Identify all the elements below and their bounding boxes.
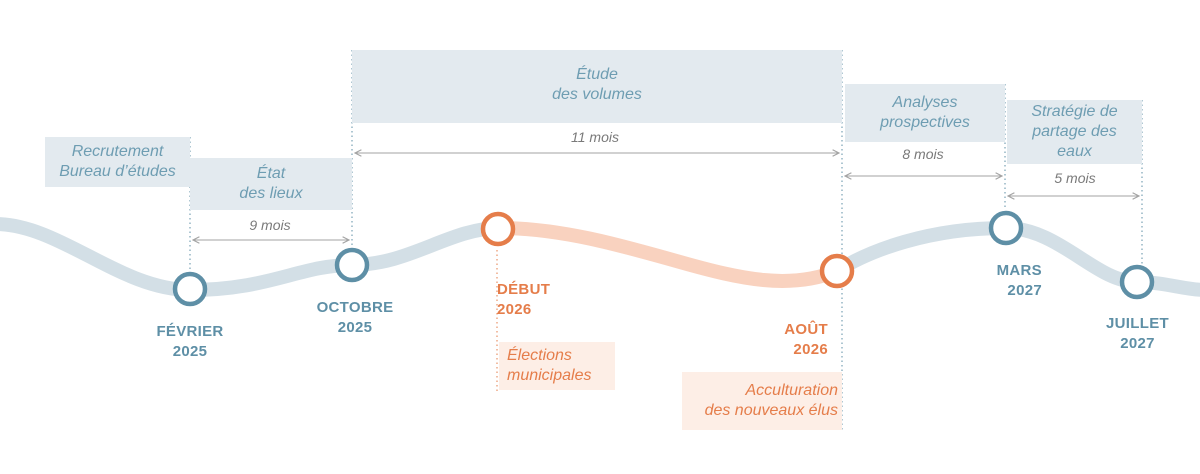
milestone-circle-aout-2026	[819, 253, 855, 289]
milestone-circle-fevrier-2025	[172, 271, 208, 307]
milestone-label-fevrier-2025: FÉVRIER 2025	[156, 323, 224, 360]
milestone-circle-debut-2026	[480, 211, 516, 247]
phase-etat-des-lieux: État des lieux	[190, 158, 352, 210]
event-elections-label: Élections municipales	[507, 347, 592, 384]
phase-analyses: Analyses prospectives	[845, 84, 1005, 142]
duration-label-9-mois: 9 mois	[249, 217, 291, 233]
phase-etat-des-lieux-label: État des lieux	[239, 165, 303, 202]
milestone-label-juillet-2027: JUILLET 2027	[1106, 315, 1169, 352]
milestone-circle-octobre-2025	[334, 247, 370, 283]
phase-recrutement-label: Recrutement Bureau d’études	[59, 143, 176, 180]
phase-recrutement: Recrutement Bureau d’études	[45, 137, 190, 187]
timeline-wave-orange	[493, 221, 844, 288]
milestone-circle-juillet-2027	[1119, 264, 1155, 300]
timeline-wave-start	[0, 217, 507, 298]
duration-label-8-mois: 8 mois	[902, 146, 944, 162]
phase-strategie-label: Stratégie de partage des eaux	[1031, 103, 1118, 160]
phase-etude-volumes: Étude des volumes	[352, 50, 842, 123]
event-acculturation-label: Acculturation des nouveaux élus	[704, 382, 838, 419]
milestone-label-debut-2026: DÉBUT 2026	[497, 281, 551, 318]
phase-strategie: Stratégie de partage des eaux	[1007, 100, 1142, 164]
milestone-label-octobre-2025: OCTOBRE 2025	[316, 299, 394, 336]
event-elections: Élections municipales	[499, 342, 615, 390]
event-acculturation: Acculturation des nouveaux élus	[682, 372, 842, 430]
milestone-circle-mars-2027	[988, 210, 1024, 246]
milestone-label-mars-2027: MARS 2027	[996, 262, 1042, 299]
phase-etude-volumes-label: Étude des volumes	[552, 65, 642, 103]
timeline-wave-end	[830, 220, 1200, 297]
duration-label-5-mois: 5 mois	[1054, 170, 1096, 186]
duration-label-11-mois: 11 mois	[571, 129, 619, 145]
phase-analyses-label: Analyses prospectives	[880, 94, 970, 131]
milestone-label-aout-2026: AOÛT 2026	[784, 321, 828, 358]
